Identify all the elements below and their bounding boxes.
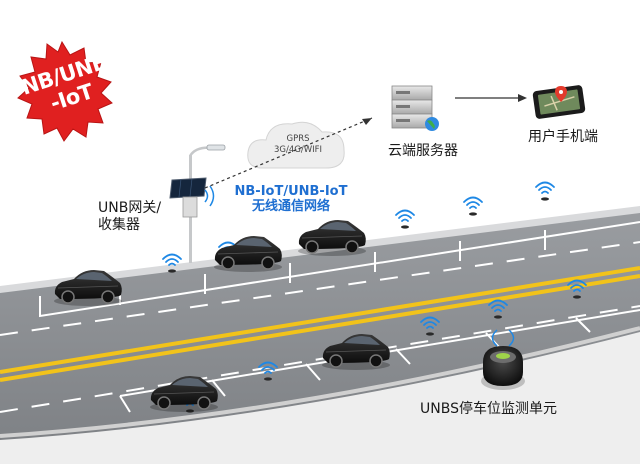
solar-gateway-icon [169, 144, 226, 263]
cloud-line-2: 3G/4G/WIFI [273, 145, 323, 155]
lower-sidewalk [0, 332, 640, 464]
network-label: NB-IoT/UNB-IoT 无线通信网络 [226, 184, 356, 214]
server-label: 云端服务器 [388, 143, 458, 159]
phone-label: 用户手机端 [528, 129, 598, 145]
sensor-label: UNBS停车位监测单元 [420, 401, 557, 417]
parking-bays-upper [39, 221, 640, 318]
badge-seal [17, 40, 113, 142]
uplink-arrow [204, 117, 373, 189]
lane-line-upper [0, 241, 640, 336]
parking-sensor-icon [481, 329, 525, 390]
center-line-1 [0, 266, 640, 374]
car-2 [213, 235, 283, 273]
center-line-2 [0, 274, 640, 382]
gateway-label: UNB网关/ 收集器 [98, 200, 161, 234]
phone-map-icon [532, 85, 586, 119]
cloud-icon [247, 121, 345, 169]
lane-line-lower [0, 305, 640, 413]
network-line-2: 无线通信网络 [251, 199, 330, 214]
server-icon [391, 85, 439, 131]
car-3 [297, 219, 367, 257]
gateway-line-1: UNB网关/ [98, 200, 162, 216]
gateway-line-2: 收集器 [98, 217, 140, 233]
cloud-label: GPRS 3G/4G/WIFI [258, 134, 338, 156]
lower-curb [0, 326, 640, 438]
cloud-line-1: GPRS [286, 134, 310, 144]
network-line-1: NB-IoT/UNB-IoT [234, 184, 348, 199]
